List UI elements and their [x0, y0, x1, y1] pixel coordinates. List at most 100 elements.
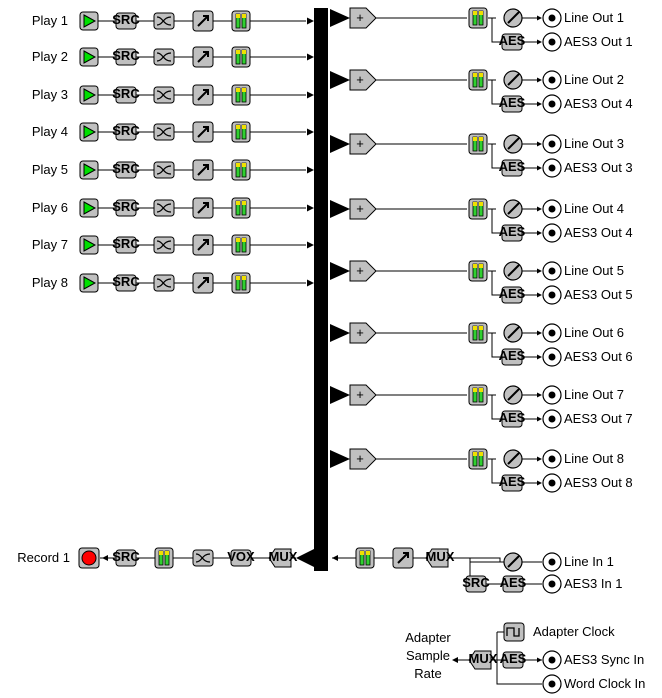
- jack-connector-icon[interactable]: [542, 158, 562, 178]
- jack-connector-icon[interactable]: [542, 32, 562, 52]
- summing-node-icon[interactable]: +: [349, 7, 377, 29]
- play-triangle-icon[interactable]: [79, 273, 99, 293]
- meter-icon[interactable]: [468, 7, 488, 29]
- play-triangle-icon[interactable]: [79, 11, 99, 31]
- jack-connector-icon[interactable]: [542, 674, 562, 694]
- volume-knob-icon[interactable]: [503, 70, 523, 90]
- level-arrow-icon[interactable]: [192, 272, 214, 294]
- crossfade-icon[interactable]: [153, 86, 175, 104]
- aes-icon[interactable]: AES: [500, 575, 527, 593]
- level-arrow-icon[interactable]: [192, 121, 214, 143]
- meter-icon[interactable]: [231, 197, 251, 219]
- src-icon[interactable]: SRC: [112, 86, 140, 104]
- level-arrow-icon[interactable]: [192, 46, 214, 68]
- meter-icon[interactable]: [231, 84, 251, 106]
- aes-icon[interactable]: AES: [499, 348, 526, 366]
- play-triangle-icon[interactable]: [79, 47, 99, 67]
- play-triangle-icon[interactable]: [79, 160, 99, 180]
- meter-icon[interactable]: [231, 10, 251, 32]
- meter-icon[interactable]: [468, 260, 488, 282]
- summing-node-icon[interactable]: +: [349, 133, 377, 155]
- play-triangle-icon[interactable]: [79, 235, 99, 255]
- meter-icon[interactable]: [468, 322, 488, 344]
- vox-icon[interactable]: VOX: [227, 549, 255, 567]
- meter-icon[interactable]: [154, 547, 174, 569]
- volume-knob-icon[interactable]: [503, 261, 523, 281]
- level-arrow-icon[interactable]: [192, 10, 214, 32]
- volume-knob-icon[interactable]: [503, 199, 523, 219]
- crossfade-icon[interactable]: [153, 274, 175, 292]
- meter-icon[interactable]: [355, 547, 375, 569]
- level-arrow-icon[interactable]: [192, 84, 214, 106]
- level-arrow-icon[interactable]: [192, 234, 214, 256]
- volume-knob-icon[interactable]: [503, 552, 523, 572]
- meter-icon[interactable]: [468, 69, 488, 91]
- aes-icon[interactable]: AES: [500, 651, 527, 669]
- meter-icon[interactable]: [468, 133, 488, 155]
- mux-icon[interactable]: MUX: [468, 650, 498, 670]
- play-triangle-icon[interactable]: [79, 122, 99, 142]
- src-icon[interactable]: SRC: [112, 549, 140, 567]
- jack-connector-icon[interactable]: [542, 552, 562, 572]
- jack-connector-icon[interactable]: [542, 199, 562, 219]
- jack-connector-icon[interactable]: [542, 449, 562, 469]
- jack-connector-icon[interactable]: [542, 223, 562, 243]
- aes-icon[interactable]: AES: [499, 159, 526, 177]
- meter-icon[interactable]: [231, 159, 251, 181]
- src-icon[interactable]: SRC: [112, 199, 140, 217]
- src-icon[interactable]: SRC: [112, 123, 140, 141]
- jack-connector-icon[interactable]: [542, 650, 562, 670]
- summing-node-icon[interactable]: +: [349, 198, 377, 220]
- summing-node-icon[interactable]: +: [349, 69, 377, 91]
- volume-knob-icon[interactable]: [503, 385, 523, 405]
- src-icon[interactable]: SRC: [112, 48, 140, 66]
- crossfade-icon[interactable]: [153, 12, 175, 30]
- record-button-icon[interactable]: [78, 547, 100, 569]
- crossfade-icon[interactable]: [153, 199, 175, 217]
- crossfade-icon[interactable]: [153, 48, 175, 66]
- meter-icon[interactable]: [231, 46, 251, 68]
- aes-icon[interactable]: AES: [499, 474, 526, 492]
- level-arrow-icon[interactable]: [192, 197, 214, 219]
- crossfade-icon[interactable]: [153, 123, 175, 141]
- square-wave-icon[interactable]: [503, 622, 525, 642]
- aes-icon[interactable]: AES: [499, 33, 526, 51]
- crossfade-icon[interactable]: [153, 236, 175, 254]
- volume-knob-icon[interactable]: [503, 134, 523, 154]
- meter-icon[interactable]: [468, 448, 488, 470]
- jack-connector-icon[interactable]: [542, 347, 562, 367]
- summing-node-icon[interactable]: +: [349, 448, 377, 470]
- play-triangle-icon[interactable]: [79, 198, 99, 218]
- volume-knob-icon[interactable]: [503, 323, 523, 343]
- jack-connector-icon[interactable]: [542, 385, 562, 405]
- mux-icon[interactable]: MUX: [268, 548, 298, 568]
- meter-icon[interactable]: [468, 384, 488, 406]
- play-triangle-icon[interactable]: [79, 85, 99, 105]
- jack-connector-icon[interactable]: [542, 94, 562, 114]
- meter-icon[interactable]: [231, 234, 251, 256]
- src-icon[interactable]: SRC: [112, 12, 140, 30]
- crossfade-icon[interactable]: [192, 549, 214, 567]
- jack-connector-icon[interactable]: [542, 8, 562, 28]
- jack-connector-icon[interactable]: [542, 574, 562, 594]
- jack-connector-icon[interactable]: [542, 323, 562, 343]
- summing-node-icon[interactable]: +: [349, 260, 377, 282]
- jack-connector-icon[interactable]: [542, 473, 562, 493]
- jack-connector-icon[interactable]: [542, 285, 562, 305]
- aes-icon[interactable]: AES: [499, 95, 526, 113]
- src-icon[interactable]: SRC: [112, 274, 140, 292]
- jack-connector-icon[interactable]: [542, 261, 562, 281]
- summing-node-icon[interactable]: +: [349, 384, 377, 406]
- aes-icon[interactable]: AES: [499, 286, 526, 304]
- src-icon[interactable]: SRC: [112, 236, 140, 254]
- mux-icon[interactable]: MUX: [425, 548, 455, 568]
- volume-knob-icon[interactable]: [503, 8, 523, 28]
- meter-icon[interactable]: [231, 272, 251, 294]
- meter-icon[interactable]: [231, 121, 251, 143]
- jack-connector-icon[interactable]: [542, 70, 562, 90]
- level-arrow-icon[interactable]: [192, 159, 214, 181]
- jack-connector-icon[interactable]: [542, 409, 562, 429]
- aes-icon[interactable]: AES: [499, 410, 526, 428]
- meter-icon[interactable]: [468, 198, 488, 220]
- jack-connector-icon[interactable]: [542, 134, 562, 154]
